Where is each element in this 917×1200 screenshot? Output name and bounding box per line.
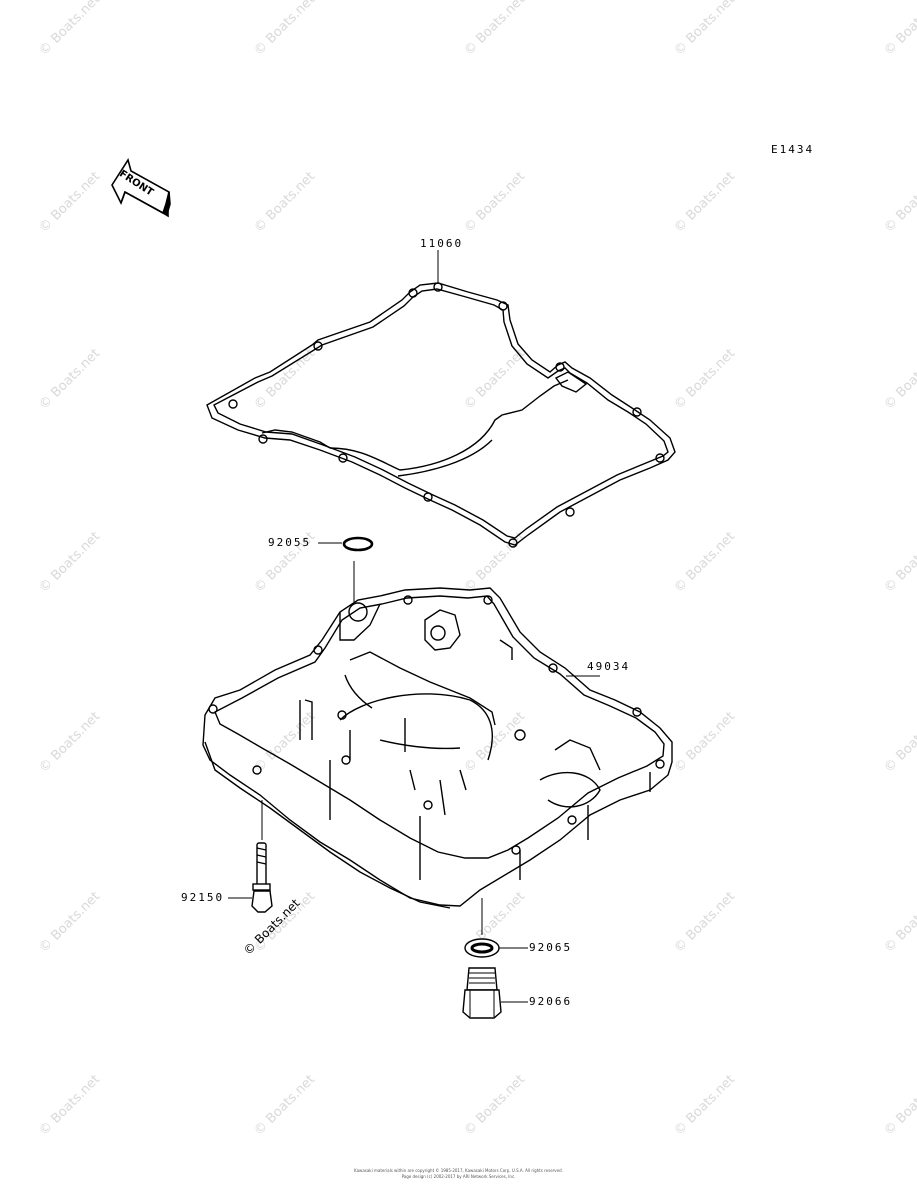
bolt-92150 — [228, 800, 273, 913]
part-label-49034: 49034 — [587, 660, 631, 673]
washer-92065 — [464, 898, 528, 958]
drain-plug-92066 — [462, 967, 528, 1019]
part-label-92066: 92066 — [529, 995, 573, 1008]
o-ring-92055 — [318, 536, 374, 602]
part-label-92055: 92055 — [268, 536, 312, 549]
gasket-11060 — [206, 250, 676, 548]
copyright-line-2: Page design (c) 2002-2017 by ARI Network… — [401, 1174, 516, 1179]
front-arrow-icon — [111, 158, 171, 218]
part-label-92065: 92065 — [529, 941, 573, 954]
part-label-92150: 92150 — [181, 891, 225, 904]
copyright-line-1: Kawasaki materials within are copyright … — [354, 1168, 563, 1173]
oil-pan-49034 — [202, 587, 673, 909]
part-label-11060: 11060 — [420, 237, 464, 250]
diagram-code: E1434 — [771, 143, 815, 156]
